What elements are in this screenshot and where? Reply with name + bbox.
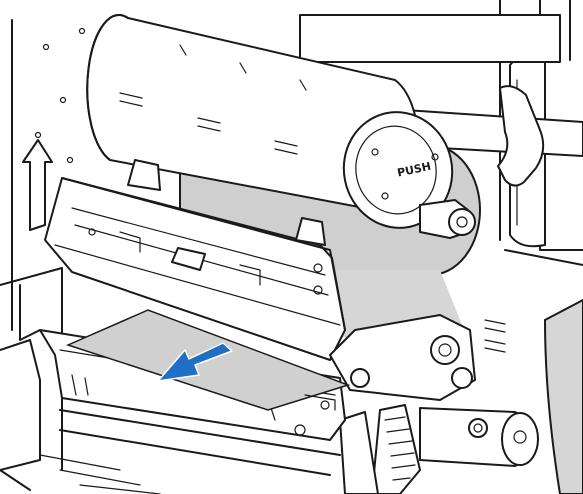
- knob-screw: [381, 192, 389, 200]
- frame-hole: [34, 131, 42, 139]
- frame-hole: [42, 43, 50, 51]
- right-mechanism: [329, 314, 476, 494]
- frame-hole: [59, 96, 67, 104]
- push-knob[interactable]: PUSH: [333, 102, 463, 238]
- head-latch-right: [295, 217, 326, 246]
- knob-screw: [371, 148, 379, 156]
- left-side-frame: [0, 19, 86, 471]
- ribbon-spindle-shaft: [299, 14, 583, 187]
- thumbscrew[interactable]: [419, 199, 476, 239]
- platen-roller: [419, 407, 539, 467]
- feed-direction-arrow-icon: [157, 342, 233, 382]
- up-arrow-icon: [22, 139, 53, 231]
- knob-screw: [431, 153, 439, 161]
- print-head-assembly[interactable]: [44, 159, 346, 361]
- frame-hole: [66, 156, 74, 164]
- head-latch-left: [127, 159, 161, 191]
- bed-fasteners: [304, 394, 336, 411]
- cylinder-slot-marks: [119, 44, 307, 155]
- spindle-lock-knob: [497, 85, 545, 187]
- print-head-handle[interactable]: [171, 247, 206, 271]
- roll-holder-cylinder: [86, 13, 420, 212]
- frame-hole: [78, 27, 86, 35]
